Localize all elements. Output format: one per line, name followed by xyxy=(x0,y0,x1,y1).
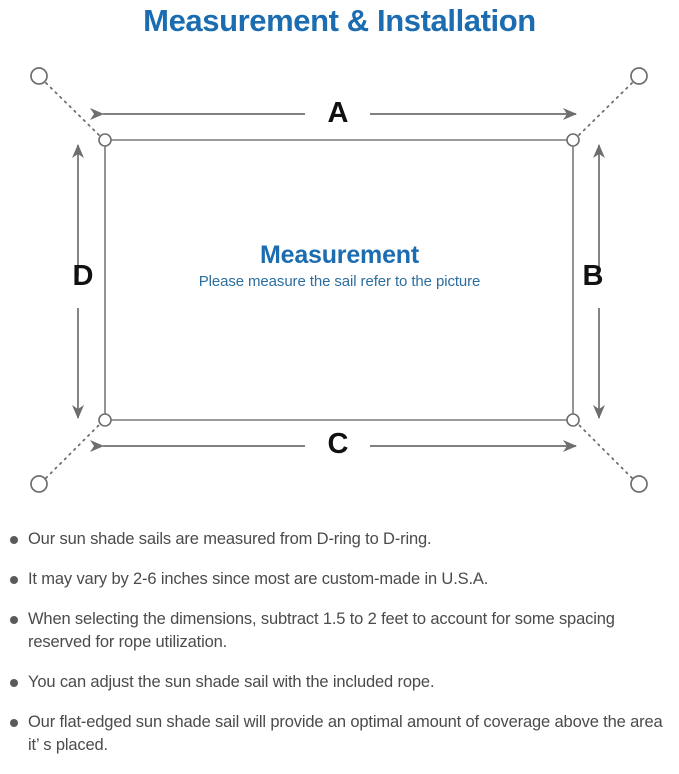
page-title: Measurement & Installation xyxy=(143,3,536,38)
note-text: It may vary by 2-6 inches since most are… xyxy=(28,570,489,588)
note-text: Our sun shade sails are measured from D-… xyxy=(28,530,432,548)
dimension-label-b: B xyxy=(582,260,604,292)
anchor-point-top-right xyxy=(630,67,648,85)
sail-measurement-diagram: Measurement Please measure the sail refe… xyxy=(0,50,679,510)
d-ring-top-right xyxy=(566,133,580,147)
bullet-icon xyxy=(10,679,18,687)
rope-bottom-right xyxy=(577,423,633,479)
bullet-icon xyxy=(10,576,18,584)
bullet-icon xyxy=(10,719,18,727)
rope-top-right xyxy=(577,82,633,137)
diagram-svg xyxy=(30,67,648,493)
note-item: You can adjust the sun shade sail with t… xyxy=(0,671,679,694)
anchor-point-bottom-right xyxy=(630,475,648,493)
bullet-icon xyxy=(10,536,18,544)
anchor-point-top-left xyxy=(30,67,48,85)
note-item: Our sun shade sails are measured from D-… xyxy=(0,528,679,551)
rope-top-left xyxy=(45,82,101,137)
d-ring-top-left xyxy=(98,133,112,147)
notes-list: Our sun shade sails are measured from D-… xyxy=(0,528,679,774)
bullet-icon xyxy=(10,616,18,624)
note-text: When selecting the dimensions, subtract … xyxy=(28,610,615,651)
sail-body xyxy=(104,139,574,421)
d-ring-bottom-left xyxy=(98,413,112,427)
rope-bottom-left xyxy=(45,423,101,479)
dimension-label-a: A xyxy=(327,97,349,129)
note-item: It may vary by 2-6 inches since most are… xyxy=(0,568,679,591)
note-text: Our flat-edged sun shade sail will provi… xyxy=(28,713,663,754)
anchor-point-bottom-left xyxy=(30,475,48,493)
dimension-label-d: D xyxy=(72,260,94,292)
note-item: When selecting the dimensions, subtract … xyxy=(0,608,679,654)
dimension-label-c: C xyxy=(327,428,349,460)
note-text: You can adjust the sun shade sail with t… xyxy=(28,673,435,691)
note-item: Our flat-edged sun shade sail will provi… xyxy=(0,711,679,757)
d-ring-bottom-right xyxy=(566,413,580,427)
